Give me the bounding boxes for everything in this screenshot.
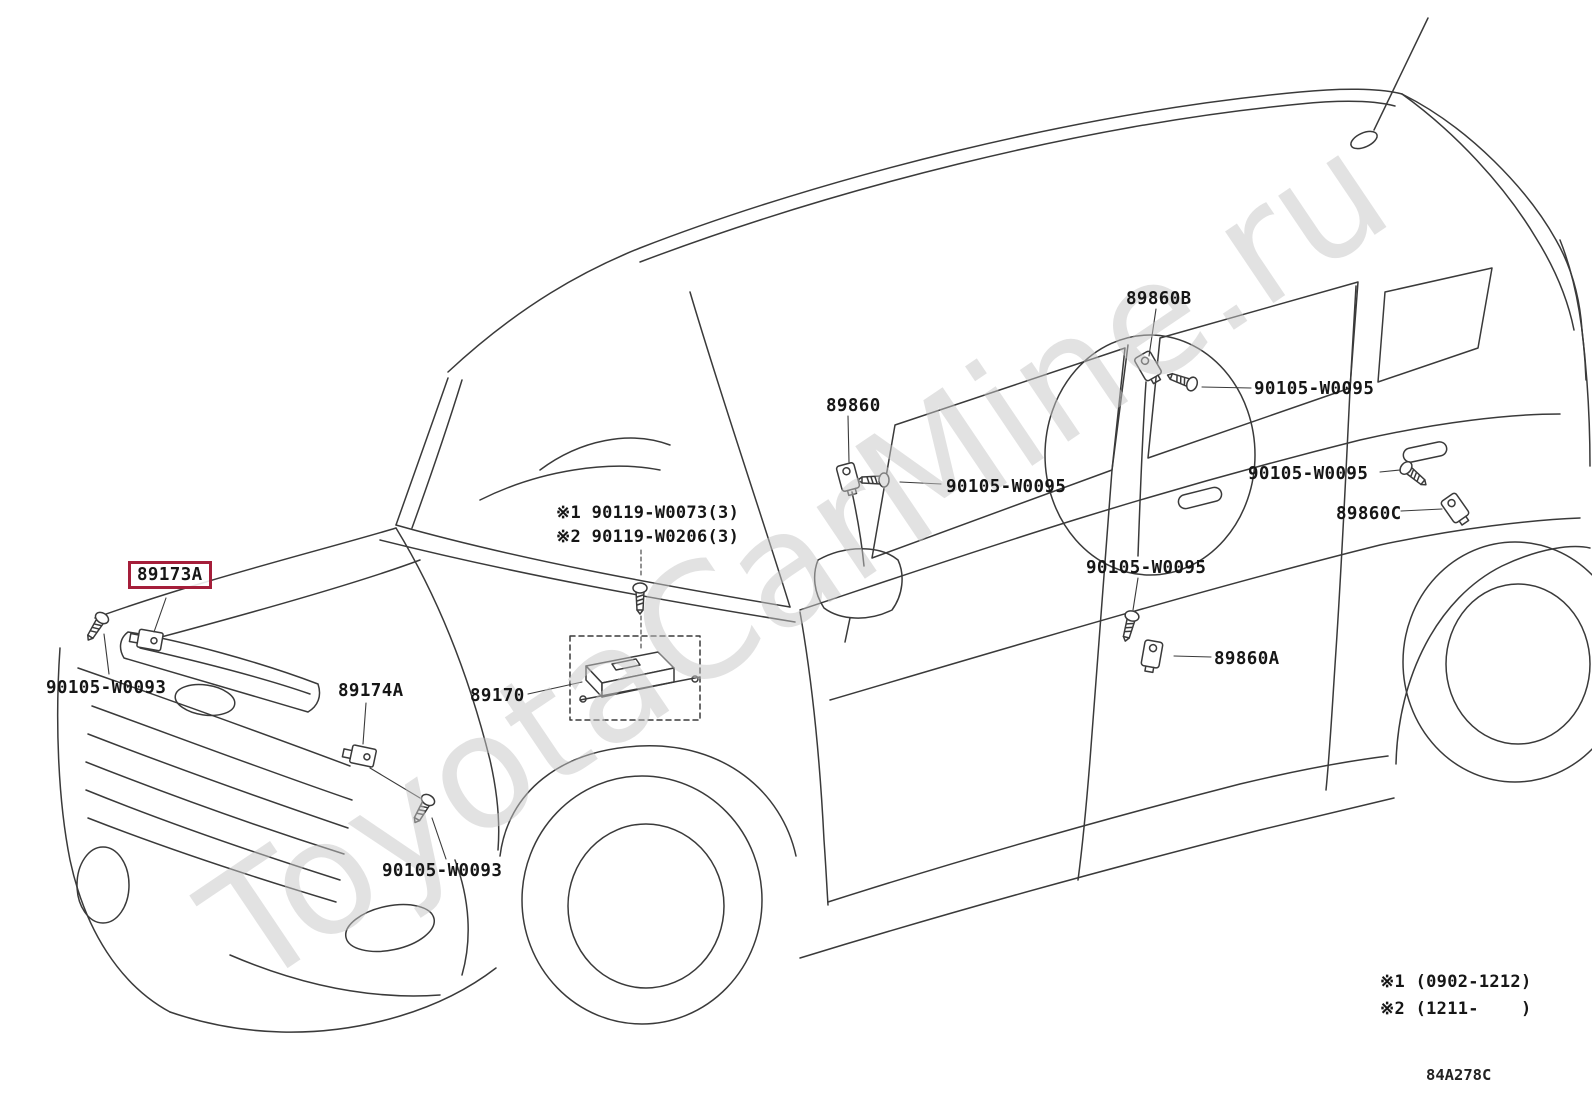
part-label-90105-W0093-front[interactable]: 90105-W0093 [46, 678, 167, 698]
front-crash-sensor-icon [127, 626, 165, 652]
diagram-code: 84A278C [1426, 1066, 1492, 1084]
side-airbag-sensor-icon [1139, 638, 1164, 675]
part-label-89860A[interactable]: 89860A [1214, 649, 1280, 669]
part-label-89860B[interactable]: 89860B [1126, 289, 1192, 309]
bolt-icon [1164, 367, 1200, 394]
applicability-note-line1: ※1 (0902-1212) [1380, 972, 1532, 992]
side-airbag-sensor-icon [835, 461, 863, 498]
side-airbag-sensor-icon [1439, 491, 1474, 529]
bolt-icon [857, 472, 890, 488]
part-label-90105-W0095-b-pillar[interactable]: 90105-W0095 [946, 477, 1067, 497]
bolt-spec-note-line2: ※2 90119-W0206(3) [556, 527, 740, 547]
applicability-note-line2: ※2 (1211- ) [1380, 999, 1532, 1019]
part-label-89170[interactable]: 89170 [470, 686, 525, 706]
airbag-ecu-icon [569, 635, 701, 721]
part-label-90105-W0093-lower[interactable]: 90105-W0093 [382, 861, 503, 881]
bolt-icons [81, 367, 1432, 827]
part-label-90105-W0095-c-pillar[interactable]: 90105-W0095 [1254, 379, 1375, 399]
part-label-90105-W0095-rear-quarter[interactable]: 90105-W0095 [1248, 464, 1369, 484]
bolt-icon [632, 582, 648, 615]
front-crash-sensor-icon [340, 742, 378, 769]
leader-lines [103, 308, 1443, 860]
sensor-icons [127, 349, 1474, 769]
part-label-89173A-selected[interactable]: 89173A [128, 561, 212, 590]
bolt-icon [408, 791, 438, 827]
car-body-outline [56, 17, 1592, 1033]
bolt-spec-note-line1: ※1 90119-W0073(3) [556, 503, 740, 523]
part-label-89174A[interactable]: 89174A [338, 681, 404, 701]
bolt-icon [81, 609, 112, 645]
part-label-90105-W0095-rear-door[interactable]: 90105-W0095 [1086, 558, 1207, 578]
part-label-89860C[interactable]: 89860C [1336, 504, 1402, 524]
part-label-89860[interactable]: 89860 [826, 396, 881, 416]
bolt-icon [1396, 458, 1432, 491]
